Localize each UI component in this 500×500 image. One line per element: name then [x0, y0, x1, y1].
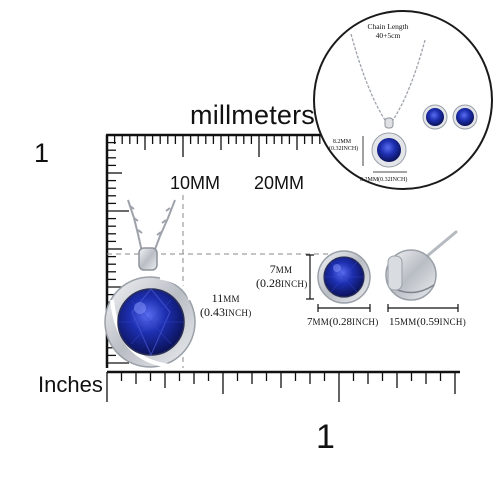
earring-height-inch: (0.28	[256, 276, 281, 290]
earring-depth-inch-unit: INCH)	[439, 317, 467, 327]
top-ruler	[106, 133, 336, 157]
earring-width-inch: (0.28	[329, 316, 353, 328]
inset-pendant-height-inch: (0.32INCH)	[329, 146, 359, 152]
earring-depth-mm: 15	[389, 316, 400, 328]
mark-10mm: 10MM	[170, 173, 221, 193]
left-ruler-one: 1	[34, 138, 50, 168]
inset-pendant-width: 8.2MM(0.32INCH)	[360, 177, 408, 183]
earring-front	[317, 250, 371, 304]
earring-width-inch-unit: INCH)	[352, 317, 379, 327]
earring-width-label: 7MM(0.28INCH)	[307, 316, 379, 328]
earring-depth-label: 15MM(0.59INCH)	[389, 316, 466, 328]
earring-side	[385, 230, 458, 301]
millimeters-label: millmeters	[190, 100, 316, 130]
bottom-ruler-one: 1	[316, 418, 335, 456]
set-preview-circle	[313, 10, 493, 190]
earring-depth-inch: (0.59	[416, 316, 440, 328]
pendant-size-inch: (0.43	[200, 305, 225, 319]
inches-label: Inches	[38, 372, 103, 397]
bottom-ruler	[106, 370, 460, 402]
pendant	[104, 247, 196, 368]
chain-length-title: Chain Length	[367, 22, 409, 31]
pendant-chain	[127, 199, 176, 253]
earring-width-mm: 7	[307, 316, 313, 328]
inset-pendant-height: 8.2MM (0.32INCH)	[329, 139, 359, 153]
chain-length-label: Chain Length 40+5cm	[358, 22, 418, 40]
dimension-lines	[306, 254, 459, 312]
chain-length-value: 40+5cm	[375, 31, 401, 40]
earring-width-mm-unit: MM	[312, 317, 330, 327]
earring-depth-mm-unit: MM	[400, 317, 417, 327]
earring-height-mm-unit: MM	[275, 265, 293, 275]
earring-height-mm: 7	[269, 262, 276, 276]
mark-20mm: 20MM	[254, 173, 305, 193]
pendant-size-inch-unit: INCH)	[225, 308, 252, 318]
pendant-size-label: 11MM (0.43INCH)	[200, 292, 252, 320]
pendant-size-mm: 11	[211, 291, 224, 305]
inset-pendant-height-mm: 8.2MM	[332, 139, 352, 145]
earring-height-label: 7MM (0.28INCH)	[256, 262, 308, 291]
earring-height-inch-unit: INCH)	[281, 279, 308, 289]
pendant-size-mm-unit: MM	[223, 294, 240, 304]
set-preview-illustration	[350, 33, 478, 173]
